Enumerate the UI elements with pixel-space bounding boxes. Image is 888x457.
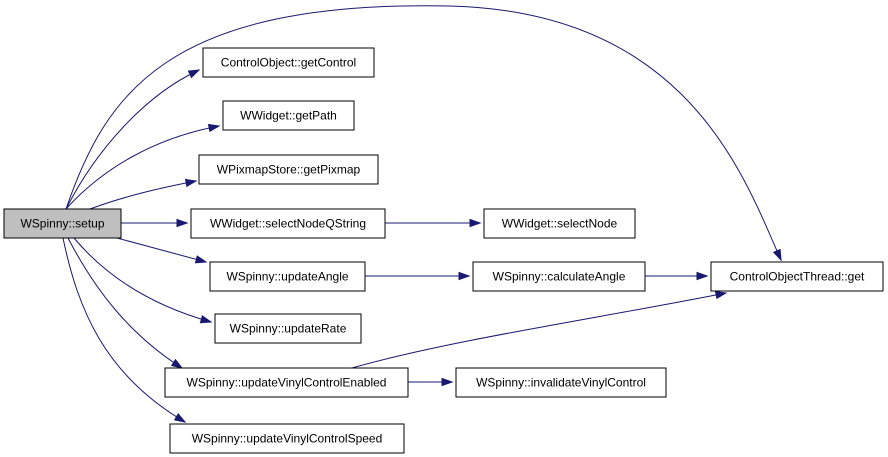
node-layer: WSpinny::setup ControlObject::getControlW… [3, 47, 884, 454]
edge-line [65, 69, 200, 210]
edge-line [89, 180, 197, 210]
node-label: WSpinny::invalidateVinylControl [476, 376, 646, 390]
node-label: WSpinny::updateVinylControlSpeed [192, 432, 383, 446]
edge-selectNodeQString-to-selectNode [385, 218, 482, 228]
edge-setup-to-getControl [65, 69, 201, 210]
edge-line [65, 5, 782, 261]
node-getControl[interactable]: ControlObject::getControl [202, 47, 375, 78]
arrowhead-icon [199, 315, 213, 324]
node-selectNodeQString[interactable]: WWidget::selectNodeQString [190, 208, 386, 239]
node-calculateAngle[interactable]: WSpinny::calculateAngle [472, 261, 646, 292]
edge-setup-to-updateVinylControlEnabled [67, 237, 184, 369]
arrowhead-icon [696, 271, 709, 281]
node-label: WSpinny::updateAngle [226, 270, 348, 284]
edge-line [73, 237, 212, 323]
arrowhead-icon [170, 358, 184, 369]
node-box[interactable] [710, 261, 884, 292]
node-getPixmap[interactable]: WPixmapStore::getPixmap [198, 154, 379, 185]
node-label: WWidget::selectNodeQString [210, 217, 366, 231]
node-label: WSpinny::calculateAngle [493, 270, 626, 284]
node-label: ControlObject::getControl [221, 56, 356, 70]
node-box[interactable] [190, 208, 386, 239]
edge-setup-to-updateAngle [116, 237, 208, 264]
node-selectNode[interactable]: WWidget::selectNode [483, 208, 636, 239]
node-box[interactable] [164, 367, 409, 398]
edge-line [351, 292, 727, 369]
edge-setup-to-selectNodeQString [121, 218, 189, 228]
edge-layer [62, 5, 782, 423]
arrowhead-icon [173, 413, 187, 423]
arrowhead-icon [184, 178, 198, 188]
arrowhead-icon [772, 248, 782, 262]
edge-setup-to-getPixmap [89, 178, 198, 210]
arrowhead-icon [187, 69, 201, 79]
arrowhead-icon [194, 255, 208, 264]
node-box[interactable] [455, 367, 667, 398]
edge-updateAngle-to-calculateAngle [365, 271, 471, 281]
edge-setup-to-updateVinylControlSpeed [62, 237, 187, 423]
edge-line [65, 125, 220, 210]
arrowhead-icon [469, 218, 482, 228]
node-box[interactable] [483, 208, 636, 239]
edge-line [116, 237, 207, 263]
edge-updateVinylControlEnabled-to-cotGet [351, 290, 728, 369]
node-box[interactable] [3, 208, 122, 239]
node-cotGet[interactable]: ControlObjectThread::get [710, 261, 884, 292]
node-label: WSpinny::updateVinylControlEnabled [187, 376, 387, 390]
node-label: ControlObjectThread::get [730, 270, 865, 284]
edge-calculateAngle-to-cotGet [645, 271, 709, 281]
node-updateVinylControlSpeed[interactable]: WSpinny::updateVinylControlSpeed [169, 423, 405, 454]
edge-setup-to-updateRate [73, 237, 213, 324]
node-box[interactable] [202, 47, 375, 78]
arrowhead-icon [441, 377, 454, 387]
node-invalidateVinylControl[interactable]: WSpinny::invalidateVinylControl [455, 367, 667, 398]
node-label: WSpinny::setup [20, 217, 104, 231]
node-box[interactable] [169, 423, 405, 454]
node-label: WPixmapStore::getPixmap [217, 163, 361, 177]
edge-line [67, 237, 183, 369]
node-updateVinylControlEnabled[interactable]: WSpinny::updateVinylControlEnabled [164, 367, 409, 398]
node-label: WWidget::getPath [240, 109, 337, 123]
node-label: WWidget::selectNode [502, 217, 618, 231]
edge-line [62, 237, 186, 423]
node-updateAngle[interactable]: WSpinny::updateAngle [209, 261, 366, 292]
node-label: WSpinny::updateRate [230, 322, 347, 336]
node-getPath[interactable]: WWidget::getPath [222, 100, 355, 131]
edge-setup-to-cotGet [65, 5, 782, 262]
arrowhead-icon [207, 123, 221, 133]
arrowhead-icon [176, 218, 189, 228]
edge-updateVinylControlEnabled-to-invalidateVinylControl [408, 377, 454, 387]
node-box[interactable] [214, 313, 362, 344]
node-box[interactable] [209, 261, 366, 292]
node-box[interactable] [222, 100, 355, 131]
node-setup[interactable]: WSpinny::setup [3, 208, 122, 239]
node-updateRate[interactable]: WSpinny::updateRate [214, 313, 362, 344]
node-box[interactable] [472, 261, 646, 292]
node-box[interactable] [198, 154, 379, 185]
arrowhead-icon [714, 290, 728, 300]
edge-setup-to-getPath [65, 123, 221, 210]
arrowhead-icon [458, 271, 471, 281]
